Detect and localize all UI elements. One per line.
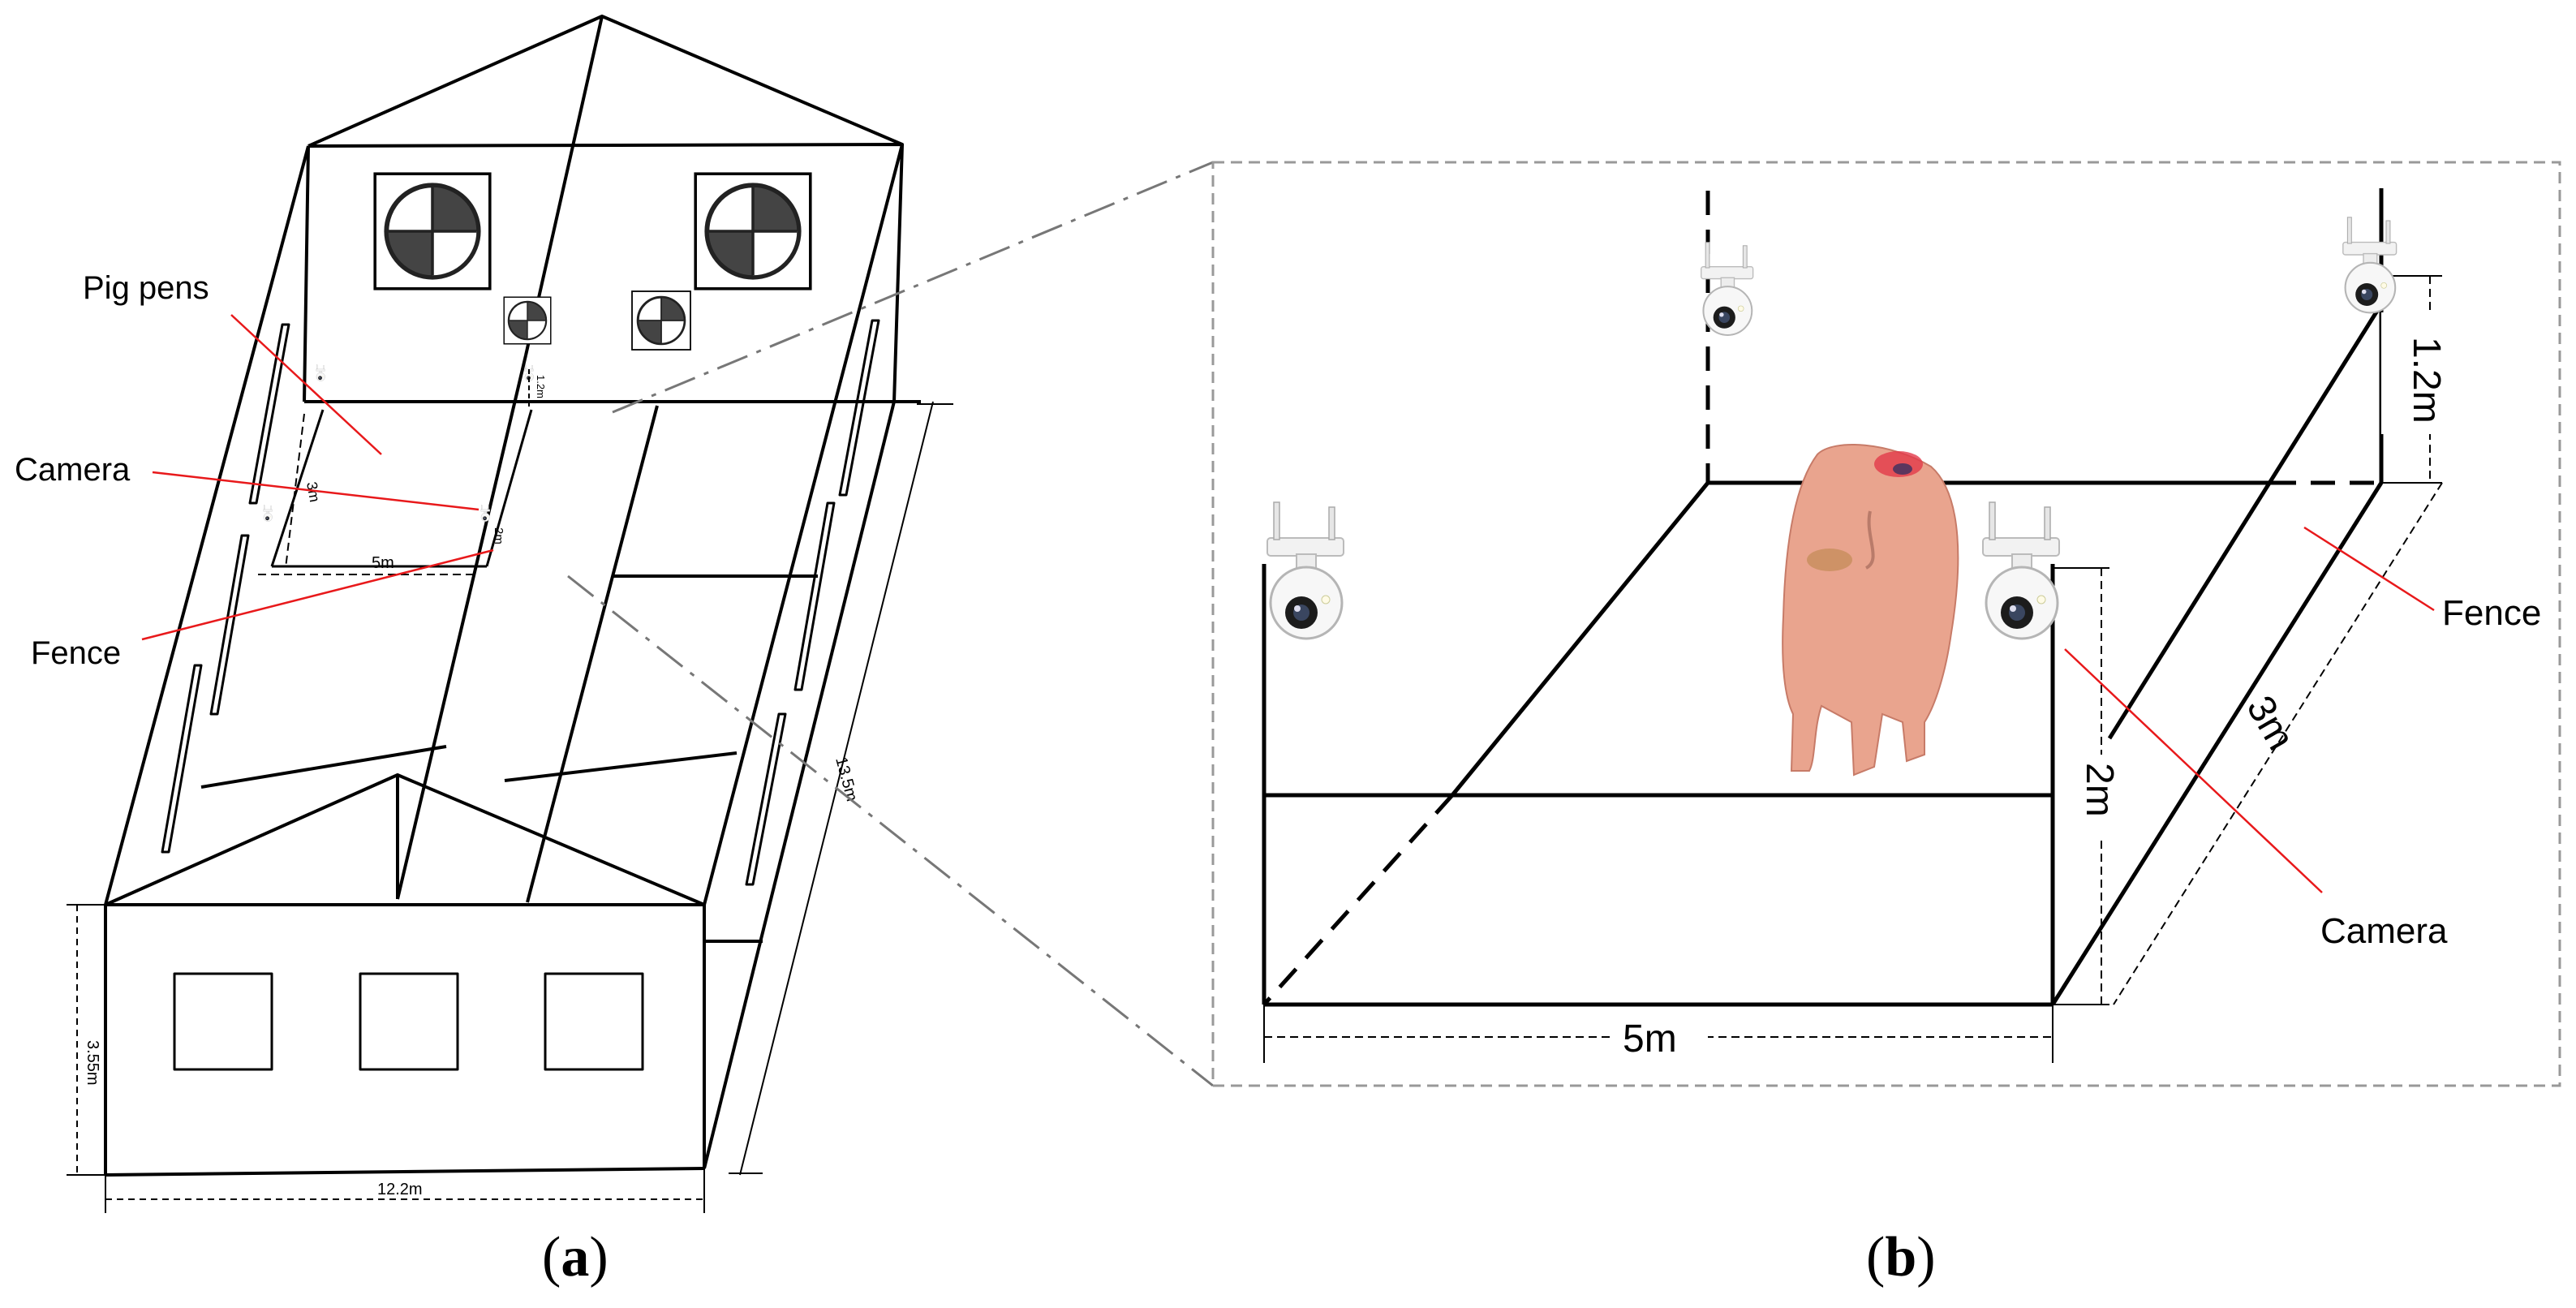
fan-icon — [695, 174, 811, 289]
dim-fence-height-b: 2m — [2078, 763, 2121, 817]
label-pig-pens-a: Pig pens — [83, 270, 209, 306]
panel-b-frame — [1211, 161, 2561, 1087]
fan-icon — [503, 296, 552, 345]
caption-a: (a) — [542, 1226, 609, 1289]
camera-icon — [2342, 216, 2398, 314]
dim-width-a: 12.2m — [377, 1181, 423, 1198]
dim-fence-height-a: 2m — [492, 527, 505, 544]
annotations-a — [141, 314, 494, 641]
fan-icon — [630, 290, 692, 351]
dim-height-a: 3.55m — [84, 1040, 101, 1086]
label-fence-a: Fence — [31, 635, 121, 671]
dimension-lines-a — [67, 369, 953, 1213]
panel-a — [104, 15, 921, 1177]
dim-pen-depth-b: 3m — [2238, 689, 2302, 757]
side-windows — [161, 319, 880, 886]
fans-a — [375, 174, 811, 351]
dim-camera-height-a: 1.2m — [535, 375, 547, 398]
pen-outline — [258, 409, 533, 575]
label-camera-a: Camera — [15, 452, 131, 488]
zoom-connectors — [567, 161, 1214, 1087]
front-windows — [173, 972, 644, 1071]
caption-b: (b) — [1866, 1226, 1936, 1289]
caption-b-letter: b — [1885, 1226, 1916, 1289]
camera-icon — [1266, 501, 1345, 640]
dimension-lines-b — [1263, 275, 2443, 1063]
dim-camera-height-b: 1.2m — [2405, 337, 2448, 424]
dim-pen-width-b: 5m — [1623, 1018, 1677, 1061]
camera-icon — [1981, 501, 2061, 640]
camera-icon — [316, 364, 325, 381]
pig — [1782, 444, 1959, 777]
label-fence-b: Fence — [2442, 593, 2541, 633]
dim-pen-width-a: 5m — [372, 554, 394, 572]
annotations-b — [2064, 526, 2435, 893]
camera-icon — [263, 505, 273, 522]
barn-outline — [104, 15, 921, 1177]
pen-3d-b — [1262, 188, 2384, 1007]
dim-labels-a: 3.55m 12.2m 13.5m 5m 3m 2m 1.2m — [84, 375, 861, 1198]
label-camera-b: Camera — [2320, 911, 2448, 951]
fan-icon — [375, 174, 490, 289]
caption-a-letter: a — [561, 1226, 589, 1289]
